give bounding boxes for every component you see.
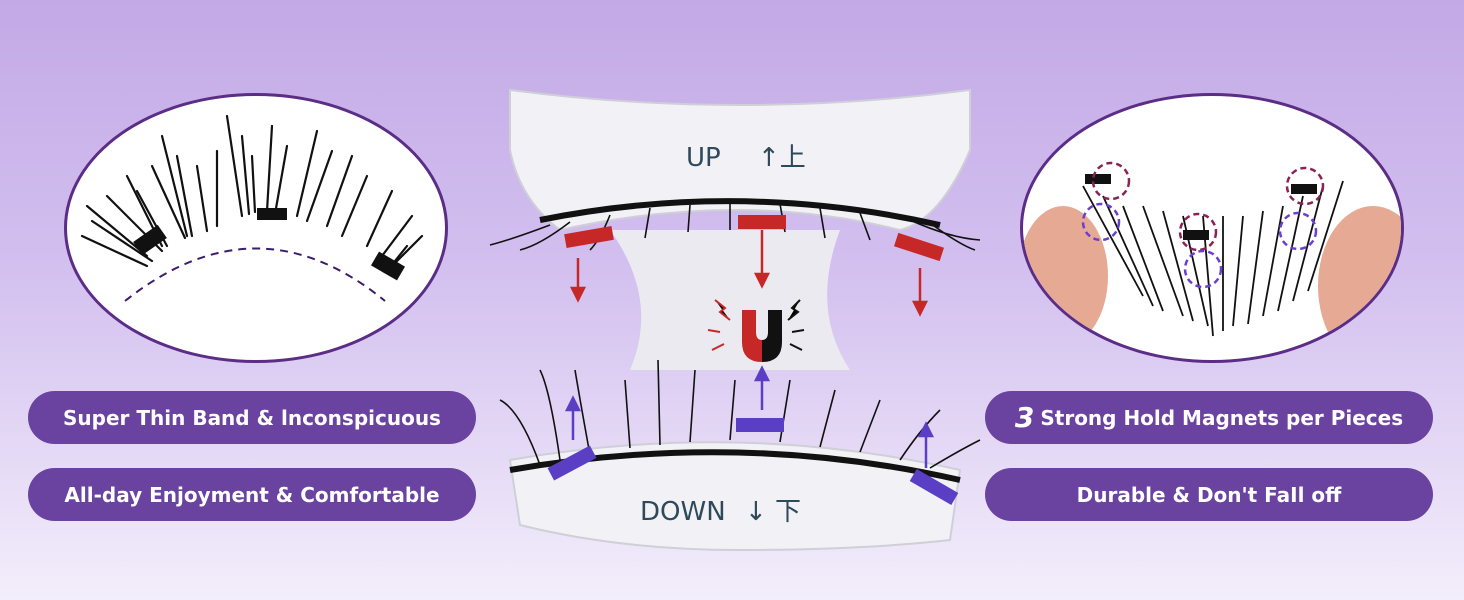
feature-text: Durable & Don't FaIl off [1076, 482, 1342, 507]
feature-pill-thin-band: Super Thin Band & lnconspicuous [28, 391, 476, 444]
feature-text: All-day Enjoyment & Comfortable [64, 482, 440, 507]
top-lash-band [539, 198, 941, 228]
feature-pill-magnets: 3 Strong Hold Magnets per Pieces [985, 391, 1433, 444]
up-label: UP [686, 143, 721, 173]
blue-dashed-circle [1183, 249, 1223, 289]
applicator-bottom [508, 441, 962, 552]
feature-text: Super Thin Band & lnconspicuous [63, 405, 441, 430]
red-dashed-circle [1285, 166, 1325, 206]
lash-fibers [1082, 180, 1344, 337]
lash-magnets-illustration [1023, 161, 1401, 360]
bottom-magnets [547, 418, 959, 506]
feature-number: 3 [1014, 401, 1035, 434]
spark-marks [707, 299, 731, 351]
applicator-top [509, 88, 971, 232]
red-dashed-circle [1178, 212, 1218, 252]
blue-dashed-circle [1081, 202, 1121, 242]
up-arrow-label: ↑上 [758, 143, 806, 173]
blue-dashed-circle [1278, 211, 1318, 251]
down-label: DOWN [640, 497, 726, 527]
red-arrows [569, 230, 929, 317]
magnet-left [133, 224, 167, 256]
magnet-2 [1183, 230, 1209, 240]
left-finger [1023, 206, 1108, 346]
horseshoe-magnet-icon [707, 299, 805, 362]
lash-band-illustration [80, 114, 424, 302]
magnet-1 [1085, 174, 1111, 184]
down-arrow-label: ↓ 下 [745, 497, 801, 527]
feature-pill-durable: Durable & Don't FaIl off [985, 468, 1433, 521]
magnet-right [371, 251, 405, 281]
blue-arrows [564, 365, 935, 468]
lash-fibers [80, 114, 424, 273]
applicator-svg: UP ↑上 DOWN ↓ 下 [489, 88, 981, 552]
bottom-lash-fibers [499, 359, 981, 469]
lash-applicator-illustration: UP ↑上 DOWN ↓ 下 [480, 80, 1000, 580]
top-magnets [564, 215, 944, 262]
magnet-3 [1291, 184, 1317, 194]
right-finger [1318, 206, 1401, 360]
magnet-middle [257, 208, 287, 220]
lash-closeup-oval [64, 93, 448, 363]
feature-text: Strong Hold Magnets per Pieces [1040, 405, 1404, 430]
band-dashed-line [124, 247, 386, 302]
feature-pill-comfort: All-day Enjoyment & Comfortable [28, 468, 476, 521]
red-dashed-circle [1091, 161, 1131, 201]
applicator-body [610, 230, 850, 370]
lash-held-oval [1020, 93, 1404, 363]
spark-marks [787, 299, 805, 351]
